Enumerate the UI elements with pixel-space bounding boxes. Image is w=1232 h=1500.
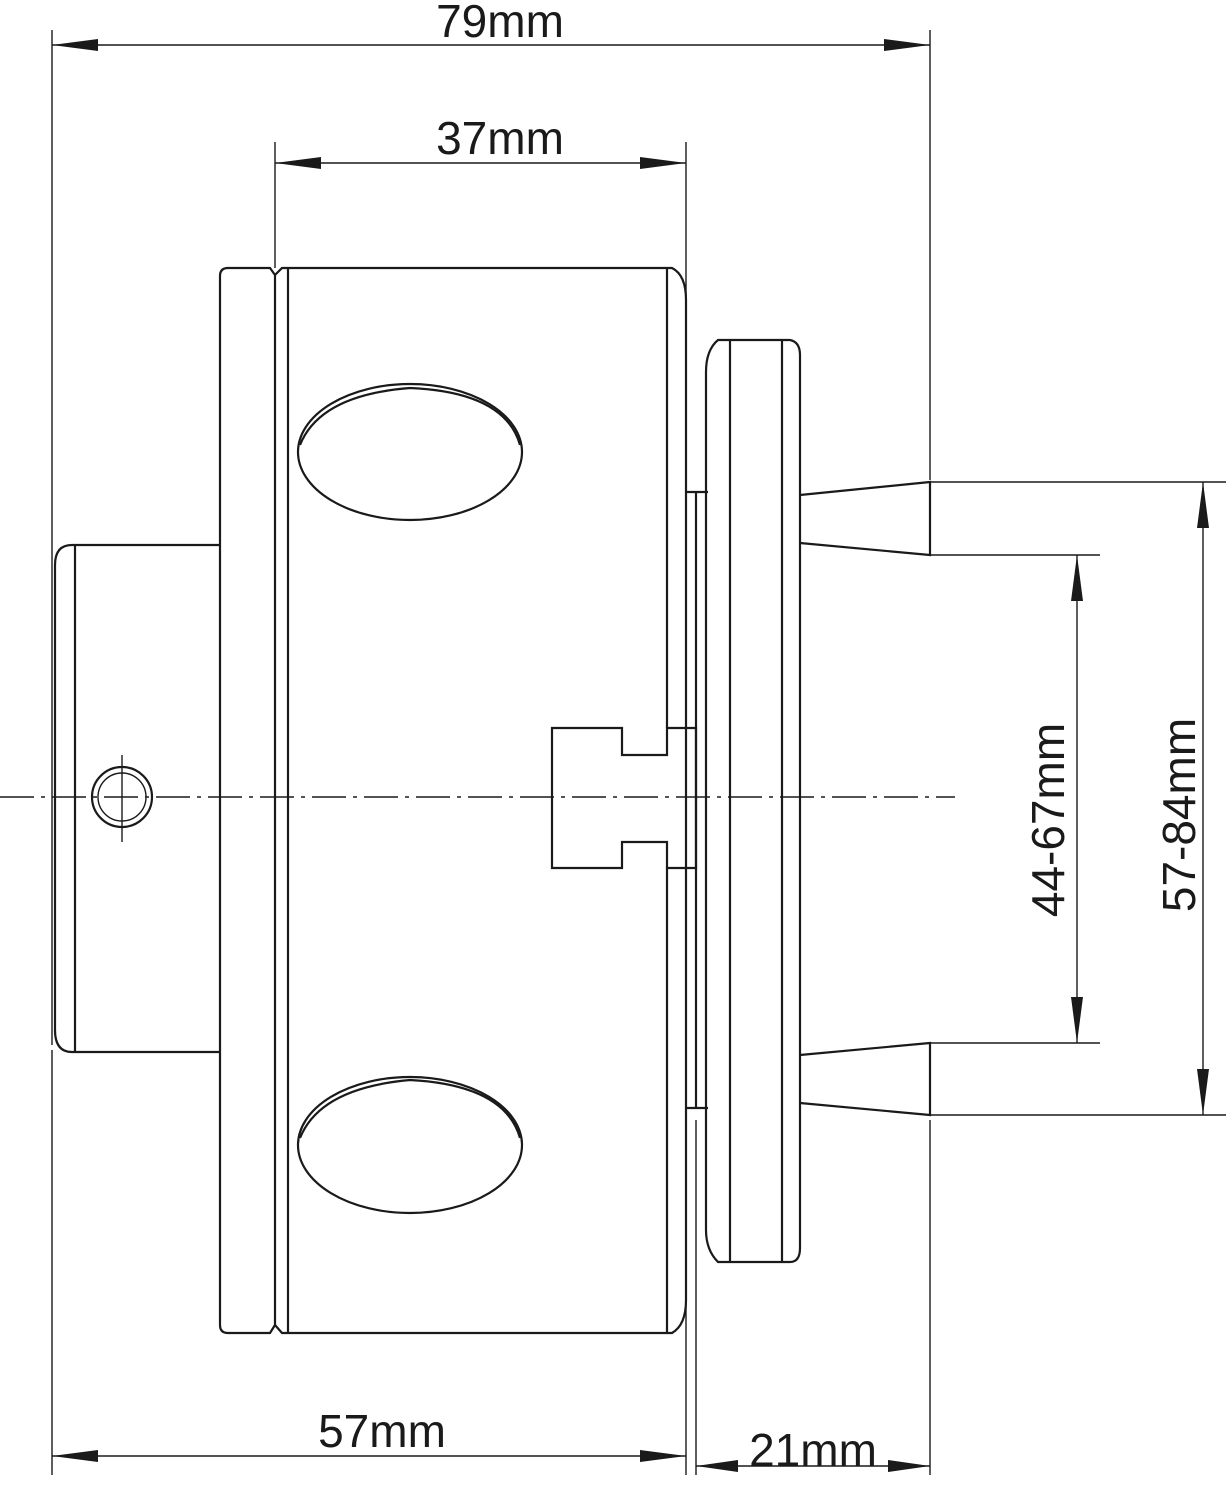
face-plate xyxy=(686,490,708,1110)
jaw-tip-bottom xyxy=(799,1041,932,1117)
arrowhead xyxy=(1071,997,1083,1043)
arrowhead xyxy=(1071,555,1083,601)
arrowhead xyxy=(640,1450,686,1462)
dim-label-jaw-protrusion: 21mm xyxy=(749,1424,877,1476)
dim-label-base-length: 57mm xyxy=(318,1405,446,1457)
arrowhead xyxy=(888,1460,930,1472)
chuck-body xyxy=(218,266,688,1335)
dim-label-inner-grip-range: 44-67mm xyxy=(1022,723,1074,917)
arrowhead xyxy=(696,1460,738,1472)
arrowhead xyxy=(52,1450,98,1462)
jaw-slide xyxy=(550,726,698,870)
arrowhead xyxy=(1197,482,1209,528)
dim-label-overall-length: 79mm xyxy=(436,0,564,47)
arrowhead xyxy=(1197,1069,1209,1115)
tommy-bar-hole-bottom-icon xyxy=(296,1075,524,1215)
tommy-bar-hole-top-icon xyxy=(296,382,524,522)
dim-label-body-length: 37mm xyxy=(436,112,564,164)
rear-spigot xyxy=(53,543,220,1054)
arrowhead xyxy=(640,157,686,169)
arrowhead xyxy=(52,39,98,51)
dim-label-outer-grip-range: 57-84mm xyxy=(1153,718,1205,912)
jaw-tip-top xyxy=(799,480,932,557)
arrowhead xyxy=(275,157,321,169)
front-jaw-ring xyxy=(704,338,802,1264)
arrowhead xyxy=(884,39,930,51)
